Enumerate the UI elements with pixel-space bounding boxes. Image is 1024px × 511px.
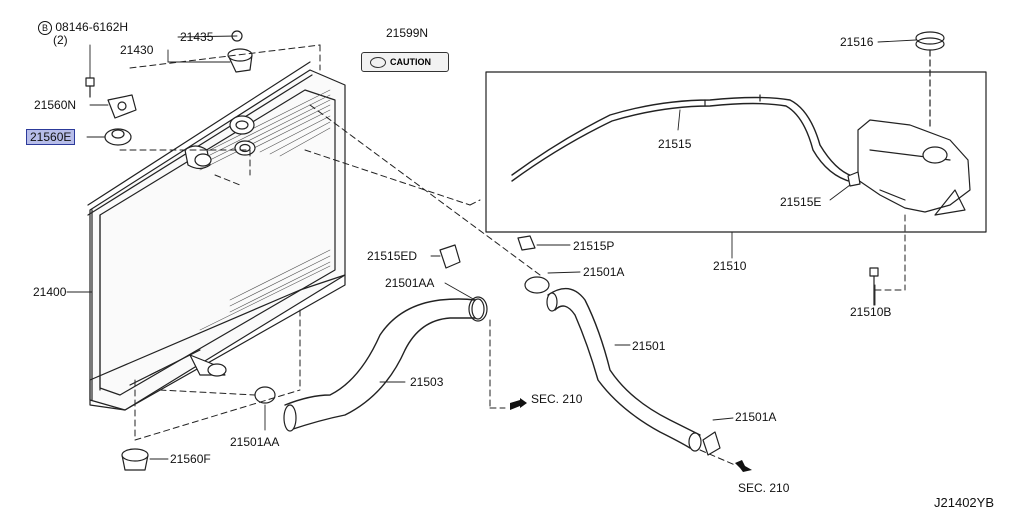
radiator-cap (227, 48, 253, 73)
label-21400: 21400 (33, 285, 67, 299)
bolt-symbol: B (38, 21, 52, 35)
label-21516: 21516 (840, 35, 874, 49)
label-21515ED: 21515ED (367, 249, 418, 263)
label-21501A-bottom: 21501A (735, 410, 777, 424)
bolt-part-number: 08146-6162H (55, 20, 129, 34)
dash-cap-left (129, 44, 321, 69)
reservoir-callout-box (485, 71, 987, 233)
label-21501AA-top: 21501AA (385, 276, 435, 290)
label-21510B: 21510B (850, 305, 892, 319)
label-sec210-b: SEC. 210 (738, 481, 790, 495)
clip-21515ED (439, 244, 461, 269)
label-21599N: 21599N (386, 26, 429, 40)
sec210-arrow-b (735, 460, 752, 472)
label-sec210-a: SEC. 210 (531, 392, 583, 406)
hose-21503 (283, 298, 485, 432)
reservoir-hose (511, 94, 853, 183)
hose-21501 (546, 287, 702, 452)
label-21560N: 21560N (34, 98, 77, 112)
lower-outlet-pipe (189, 354, 227, 377)
clip-21515P (517, 235, 536, 251)
caution-text: CAUTION (390, 57, 431, 67)
label-21501: 21501 (632, 339, 666, 353)
label-21515: 21515 (658, 137, 692, 151)
label-21515E: 21515E (780, 195, 822, 209)
label-21560E-highlighted[interactable]: 21560E (26, 129, 76, 145)
label-21501A-top: 21501A (583, 265, 625, 279)
caution-label: CAUTION (361, 52, 449, 72)
mount-insulator-21560F (121, 448, 149, 471)
label-21503: 21503 (410, 375, 444, 389)
radiator-core (87, 61, 346, 411)
clamp-21501AA-top (468, 296, 488, 322)
clip-21515E (847, 171, 861, 187)
label-21501AA-bottom: 21501AA (230, 435, 280, 449)
label-21560F: 21560F (170, 452, 211, 466)
label-21510: 21510 (713, 259, 747, 273)
mount-bracket-21560N (107, 94, 137, 119)
clamp-21501A-bottom (702, 431, 721, 456)
reservoir-cap (915, 31, 945, 131)
clamp-21501A-top (524, 276, 550, 294)
bolt-21510B (869, 267, 879, 306)
caution-icon (370, 57, 386, 68)
reservoir-tank (857, 119, 971, 216)
clamp-21501AA-bottom (254, 386, 276, 404)
bolt-qty: (2) (53, 33, 68, 47)
label-21515P: 21515P (573, 239, 615, 253)
filler-neck (184, 115, 256, 170)
figure-code: J21402YB (934, 495, 994, 510)
bolt-note: B 08146-6162H (38, 20, 128, 35)
label-21430: 21430 (120, 43, 154, 57)
sec210-arrow-a (510, 398, 527, 410)
mount-insulator-21560E (104, 128, 132, 146)
label-21435: 21435 (180, 30, 214, 44)
bolt-08146 (85, 77, 95, 98)
